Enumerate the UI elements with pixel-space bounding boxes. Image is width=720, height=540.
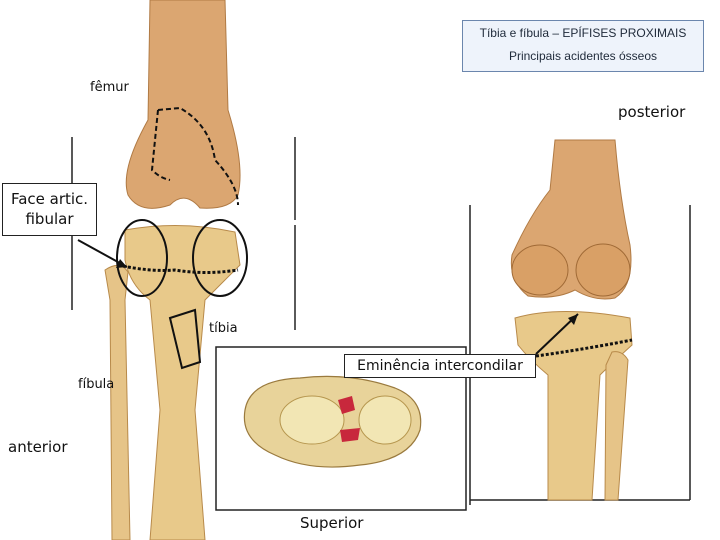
eminencia-label: Eminência intercondilar <box>344 354 536 378</box>
tibia-anterior <box>124 224 241 540</box>
posterior-label: posterior <box>618 103 686 121</box>
tibial-plateau-superior <box>243 375 422 468</box>
page-title: Tíbia e fíbula – EPÍFISES PROXIMAIS <box>479 26 687 40</box>
superior-label: Superior <box>300 514 364 532</box>
fibula-label: fíbula <box>78 377 115 392</box>
tibia-label: tíbia <box>209 321 238 336</box>
face-articular-label: Face artic. fibular <box>2 183 97 236</box>
femur-posterior <box>510 139 632 300</box>
anterior-label: anterior <box>8 438 68 456</box>
femur-label: fêmur <box>90 80 129 95</box>
fibula-anterior <box>104 265 131 540</box>
femur-anterior <box>125 0 241 209</box>
title-box: Tíbia e fíbula – EPÍFISES PROXIMAIS Prin… <box>462 20 704 72</box>
page-subtitle: Principais acidentes ósseos <box>508 49 658 63</box>
tibia-posterior <box>514 311 633 501</box>
